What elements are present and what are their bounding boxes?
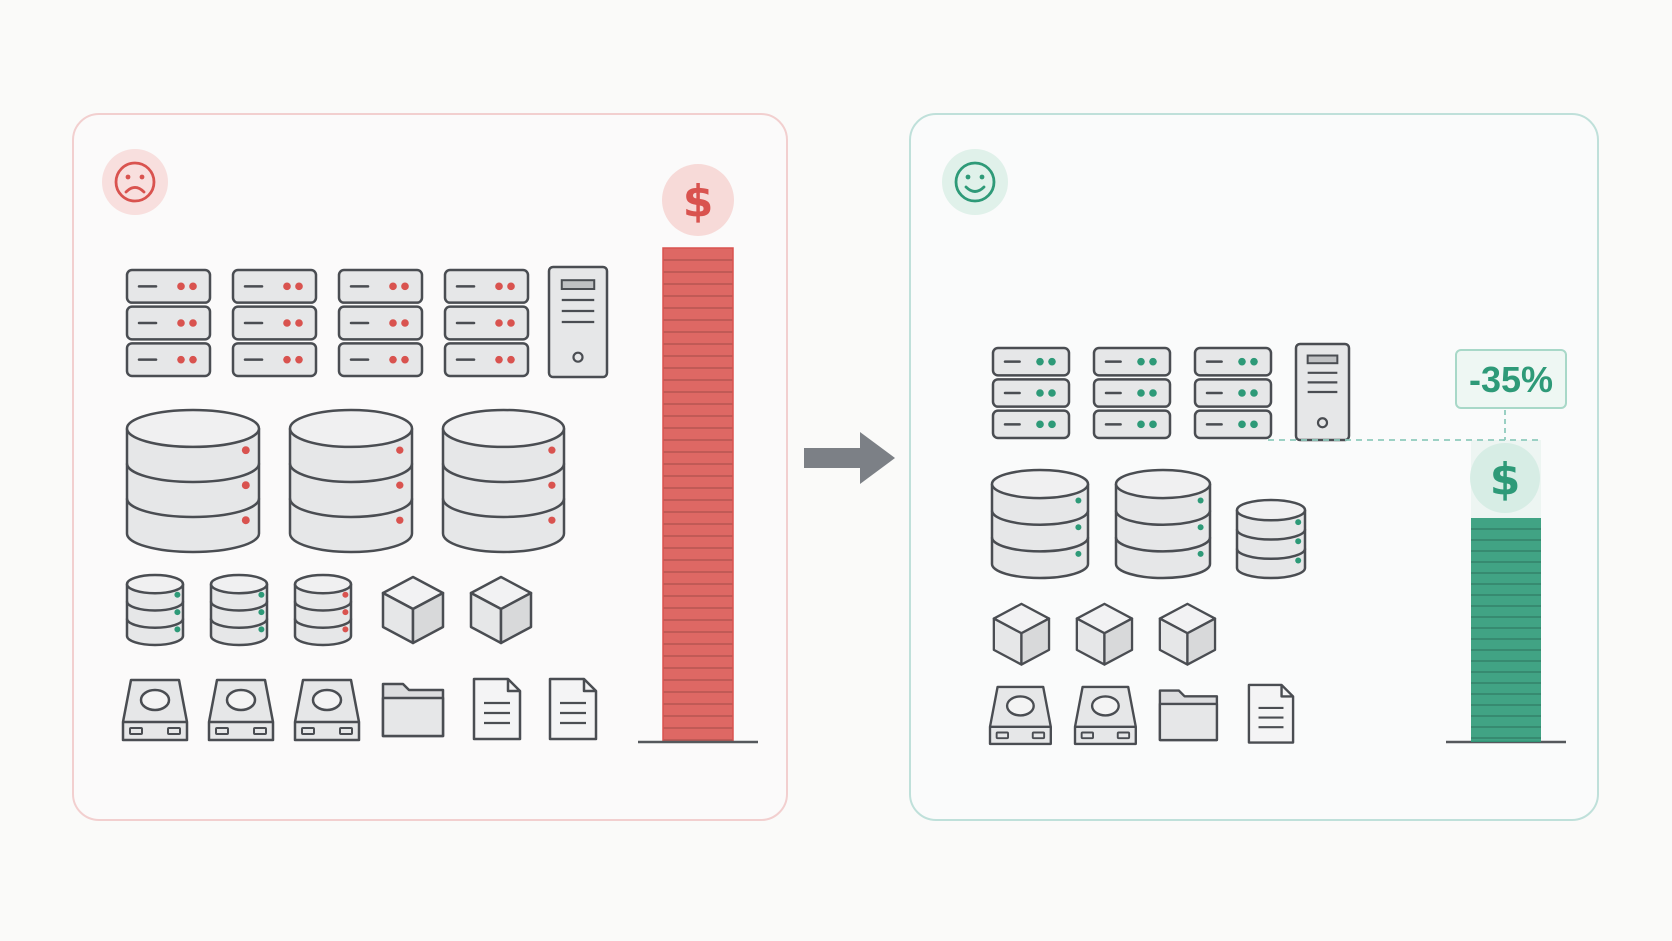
database-icon	[990, 468, 1090, 580]
hard-drive-icon	[293, 678, 361, 742]
reduction-badge	[1455, 349, 1567, 409]
cost-badge	[1470, 443, 1540, 513]
before-panel: $	[72, 113, 788, 821]
hard-drive-icon	[207, 678, 275, 742]
database-icon	[1114, 468, 1212, 580]
rack-server-icon	[991, 346, 1071, 440]
folder-icon	[381, 682, 445, 738]
sad-face-icon	[102, 149, 168, 215]
hard-drive-icon	[988, 685, 1052, 746]
database-icon	[1235, 498, 1307, 580]
reduction-label: -35%	[1469, 359, 1553, 400]
face-eye	[139, 174, 145, 180]
database-icon	[293, 573, 353, 647]
happy-face-icon	[942, 149, 1008, 215]
face-eye	[125, 174, 131, 180]
face-badge	[942, 149, 1008, 215]
face-mouth	[964, 185, 986, 193]
hard-drive-icon	[121, 678, 189, 742]
box-icon	[992, 602, 1051, 666]
rack-server-icon	[1193, 346, 1273, 440]
database-icon	[209, 573, 269, 647]
rack-server-icon	[443, 268, 530, 378]
cost-bar-fill	[1471, 518, 1541, 742]
rack-server-icon	[337, 268, 424, 378]
database-icon	[125, 408, 261, 554]
face-eye	[979, 174, 985, 180]
after-panel: $ -35%	[909, 113, 1599, 821]
face-badge	[102, 149, 168, 215]
tower-server-icon	[547, 265, 609, 379]
rack-server-icon	[231, 268, 318, 378]
cost-bar-fill	[663, 248, 733, 742]
document-icon	[548, 677, 598, 741]
rack-server-icon	[125, 268, 212, 378]
document-icon	[1247, 683, 1295, 744]
right-arrow-icon	[804, 432, 895, 484]
face-outline	[114, 161, 156, 203]
rack-server-icon	[1092, 346, 1172, 440]
folder-icon	[1158, 689, 1219, 742]
before-infrastructure-icons	[121, 265, 609, 742]
face-eye	[965, 174, 971, 180]
before-cost-bar: $	[638, 164, 758, 744]
document-icon	[472, 677, 522, 741]
face-mouth	[124, 186, 146, 194]
box-icon	[469, 575, 533, 645]
dollar-icon: $	[1490, 454, 1521, 505]
dollar-icon: $	[683, 176, 714, 227]
box-icon	[1158, 602, 1217, 666]
database-icon	[125, 573, 185, 647]
database-icon	[441, 408, 566, 554]
face-outline	[954, 161, 996, 203]
box-icon	[381, 575, 445, 645]
cost-badge	[662, 164, 734, 236]
after-cost-bar: $ -35%	[1268, 349, 1567, 744]
box-icon	[1075, 602, 1134, 666]
tower-server-icon	[1294, 342, 1351, 442]
after-infrastructure-icons	[988, 342, 1351, 746]
hard-drive-icon	[1073, 685, 1137, 746]
database-icon	[288, 408, 414, 554]
